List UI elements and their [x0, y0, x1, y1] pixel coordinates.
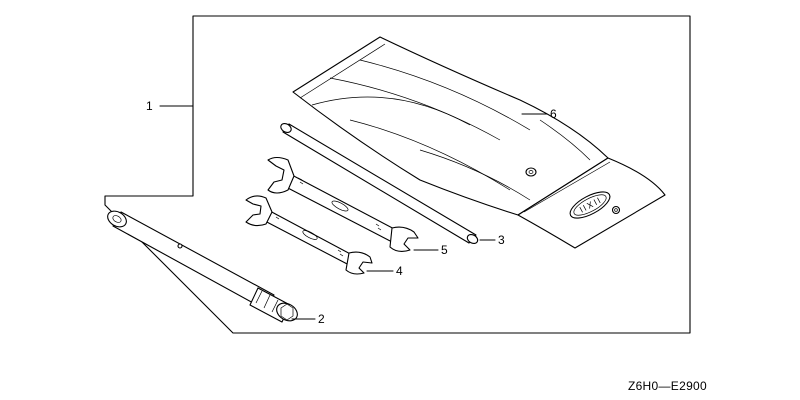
- snap-button-icon: [525, 167, 537, 177]
- callout-label-4: 4: [396, 264, 403, 278]
- callout-label-1: 1: [146, 99, 153, 113]
- wrench-large: [267, 156, 419, 253]
- callout-label-3: 3: [498, 233, 505, 247]
- kit-boundary-outline: [104, 15, 691, 334]
- callout-label-6: 6: [550, 107, 557, 121]
- tommy-bar: [280, 123, 479, 244]
- wrench-small: [245, 195, 373, 275]
- spark-plug-wrench: [107, 210, 298, 323]
- drawing-code: Z6H0—E2900: [628, 379, 707, 393]
- logo-emblem: [569, 191, 611, 219]
- callout-label-2: 2: [318, 312, 325, 326]
- tool-bag: [292, 36, 666, 249]
- callout-label-5: 5: [441, 243, 448, 257]
